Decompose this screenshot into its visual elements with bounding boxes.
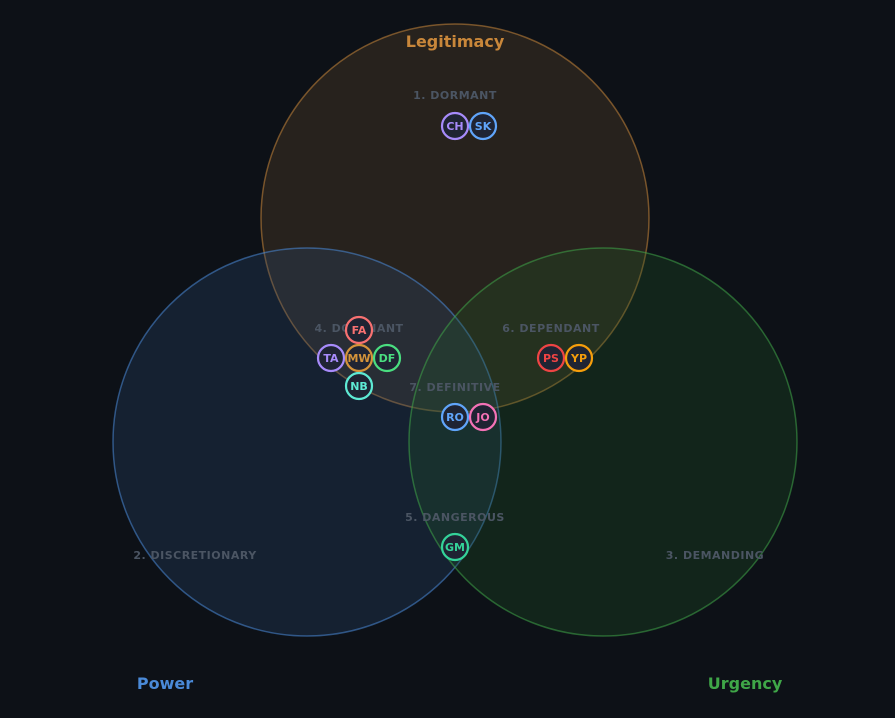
stakeholder-avatar-jo[interactable]: JO: [468, 402, 498, 432]
region-label-dangerous: 5. DANGEROUS: [405, 511, 505, 524]
avatar-initials: YP: [570, 352, 587, 365]
avatar-ring: [344, 315, 374, 345]
avatar-initials: FA: [352, 324, 367, 337]
avatar-initials: PS: [543, 352, 559, 365]
stakeholder-avatar-fa[interactable]: FA: [344, 315, 374, 345]
avatar-initials: TA: [323, 352, 339, 365]
legitimacy-title: Legitimacy: [406, 32, 505, 51]
urgency-title: Urgency: [708, 674, 783, 693]
avatar-ring: [440, 402, 470, 432]
power-circle: [112, 247, 502, 637]
avatar-ring: [372, 343, 402, 373]
avatar-ring: [468, 111, 498, 141]
avatar-ring: [440, 111, 470, 141]
stakeholder-avatar-nb[interactable]: NB: [344, 371, 374, 401]
power-title: Power: [137, 674, 193, 693]
avatar-initials: NB: [350, 380, 368, 393]
avatar-ring: [468, 402, 498, 432]
avatar-initials: RO: [446, 411, 464, 424]
stakeholder-avatars: CH SK FA TA MW DF NB PS YP RO JO GM: [316, 111, 594, 562]
stakeholder-avatar-ta[interactable]: TA: [316, 343, 346, 373]
stakeholder-avatar-ps[interactable]: PS: [536, 343, 566, 373]
stakeholder-avatar-df[interactable]: DF: [372, 343, 402, 373]
avatar-ring: [344, 371, 374, 401]
avatar-initials: JO: [475, 411, 489, 424]
region-label-dependant: 6. DEPENDANT: [502, 322, 599, 335]
avatar-initials: DF: [379, 352, 396, 365]
avatar-ring: [440, 532, 470, 562]
region-label-definitive: 7. DEFINITIVE: [409, 381, 500, 394]
stakeholder-avatar-ro[interactable]: RO: [440, 402, 470, 432]
avatar-ring: [536, 343, 566, 373]
region-label-demanding: 3. DEMANDING: [666, 549, 764, 562]
avatar-initials: MW: [347, 352, 370, 365]
avatar-initials: SK: [475, 120, 492, 133]
stakeholder-avatar-sk[interactable]: SK: [468, 111, 498, 141]
region-label-discretionary: 2. DISCRETIONARY: [133, 549, 257, 562]
avatar-ring: [344, 343, 374, 373]
stakeholder-avatar-mw[interactable]: MW: [344, 343, 374, 373]
avatar-initials: CH: [446, 120, 463, 133]
avatar-ring: [564, 343, 594, 373]
stakeholder-avatar-gm[interactable]: GM: [440, 532, 470, 562]
stakeholder-avatar-ch[interactable]: CH: [440, 111, 470, 141]
stakeholder-avatar-yp[interactable]: YP: [564, 343, 594, 373]
urgency-circle: [408, 247, 798, 637]
avatar-initials: GM: [445, 541, 465, 554]
region-label-dormant: 1. DORMANT: [413, 89, 497, 102]
avatar-ring: [316, 343, 346, 373]
